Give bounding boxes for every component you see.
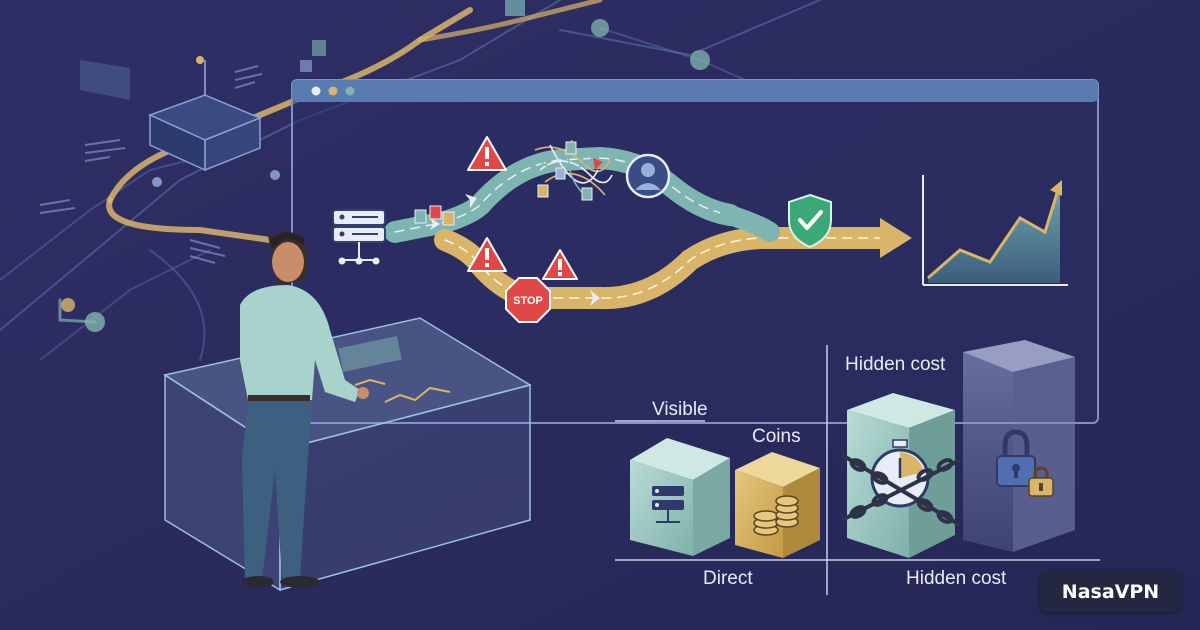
hidden-cost-bottom-label: Hidden cost — [906, 568, 1007, 589]
user-avatar-icon — [625, 153, 671, 199]
chevron-arrows — [430, 194, 600, 306]
warning-icon — [467, 237, 507, 272]
chain-icon — [840, 453, 962, 527]
background-server-box — [80, 60, 262, 172]
warning-icon — [542, 249, 578, 280]
coins-icon — [753, 495, 799, 536]
warning-icon — [467, 136, 507, 171]
stop-sign-label: STOP — [513, 295, 543, 307]
direct-label: Direct — [703, 568, 753, 589]
stop-sign-icon: STOP — [505, 277, 551, 323]
direct-cost-block — [630, 438, 730, 556]
padlock-icon — [1028, 466, 1054, 497]
growth-chart-icon — [922, 175, 1068, 286]
server-icon — [332, 209, 386, 265]
route-arrowhead — [880, 218, 912, 258]
glass-desk — [163, 317, 532, 592]
coins-label: Coins — [752, 426, 801, 447]
cost-axes — [615, 345, 1100, 595]
hidden-cost-top-label: Hidden cost — [845, 354, 946, 375]
data-packets — [414, 205, 455, 226]
background-text-lines — [39, 65, 263, 264]
visible-label: Visible — [652, 399, 708, 420]
hidden-cost-block-locked — [963, 340, 1075, 552]
brand-badge: NasaVPN — [1040, 572, 1181, 612]
background-nodes — [61, 0, 710, 332]
scattered-packets — [537, 141, 603, 201]
person-figure — [240, 231, 369, 588]
shield-check-icon — [788, 193, 832, 249]
coins-block — [735, 452, 820, 558]
